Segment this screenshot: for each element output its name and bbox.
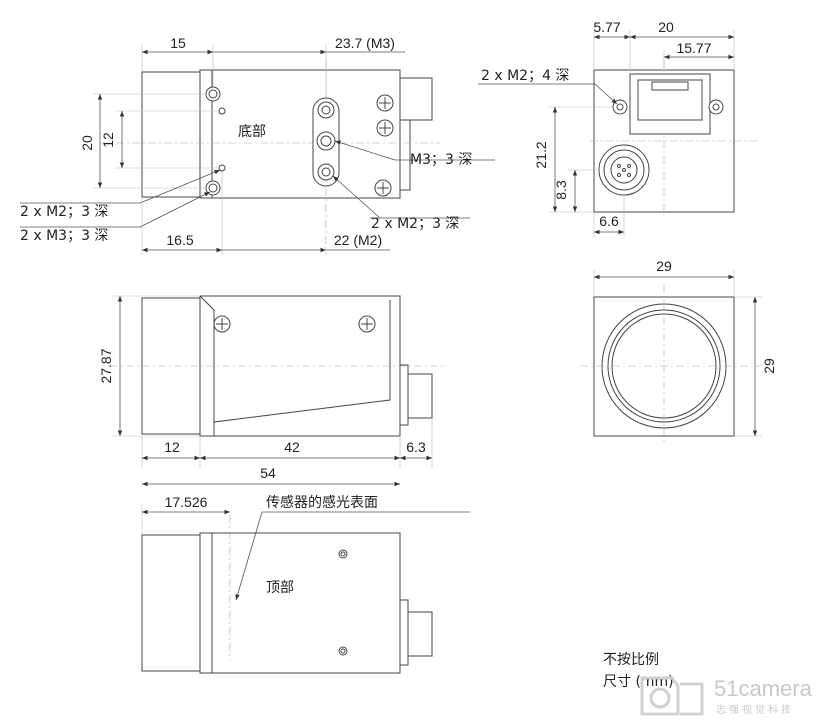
note-not-to-scale: 不按比例 [603, 652, 659, 668]
note-2xm2-4: 2 x M2；4 深 [481, 68, 569, 84]
dim-side-12: 12 [164, 439, 180, 455]
dim-17-526: 17.526 [165, 494, 208, 510]
watermark-logo: 51camera 志强视觉科技 [640, 676, 813, 716]
watermark-sub: 志强视觉科技 [716, 703, 794, 716]
dim-6-3: 6.3 [406, 439, 426, 455]
dim-27-87: 27.87 [98, 348, 114, 383]
dim-6-6: 6.6 [599, 213, 619, 229]
dim-42: 42 [284, 439, 300, 455]
dim-22: 22 (M2) [334, 232, 382, 248]
note-2xm2-3-left: 2 x M2；3 深 [20, 204, 108, 220]
dim-54: 54 [260, 465, 276, 481]
label-bottom: 底部 [238, 124, 266, 140]
dim-5-77: 5.77 [593, 19, 620, 35]
dim-23-7: 23.7 (M3) [335, 35, 395, 51]
front-view: 29 29 [580, 258, 777, 445]
dim-rear-20: 20 [658, 19, 674, 35]
top-view: 17.526 传感器的感光表面 顶部 [141, 494, 470, 674]
dim-12: 12 [100, 132, 116, 148]
dim-29-width: 29 [656, 258, 672, 274]
dim-15: 15 [170, 35, 186, 51]
note-m3-3: M3；3 深 [410, 152, 472, 168]
dim-20: 20 [79, 135, 95, 151]
note-units: 尺寸 (mm) [603, 674, 674, 690]
dim-16-5: 16.5 [166, 232, 193, 248]
watermark-brand: 51camera [714, 676, 813, 701]
label-top: 顶部 [266, 580, 294, 596]
dim-8-3: 8.3 [553, 180, 569, 200]
bottom-view: 15 23.7 (M3) 20 12 底部 M3；3 深 2 x M2；3 深 … [20, 35, 495, 255]
dim-21-2: 21.2 [533, 141, 549, 168]
rear-view: 5.77 20 15.77 2 x M2；4 深 21.2 8.3 6.6 [478, 19, 760, 238]
note-sensor-surface: 传感器的感光表面 [266, 494, 378, 511]
side-view: 27.87 12 42 6.3 54 [98, 295, 445, 487]
note-2xm2-3-right: 2 x M2；3 深 [371, 216, 459, 232]
note-2xm3-3: 2 x M3；3 深 [20, 228, 108, 244]
dim-15-77: 15.77 [676, 40, 711, 56]
dim-29-height: 29 [761, 358, 777, 374]
